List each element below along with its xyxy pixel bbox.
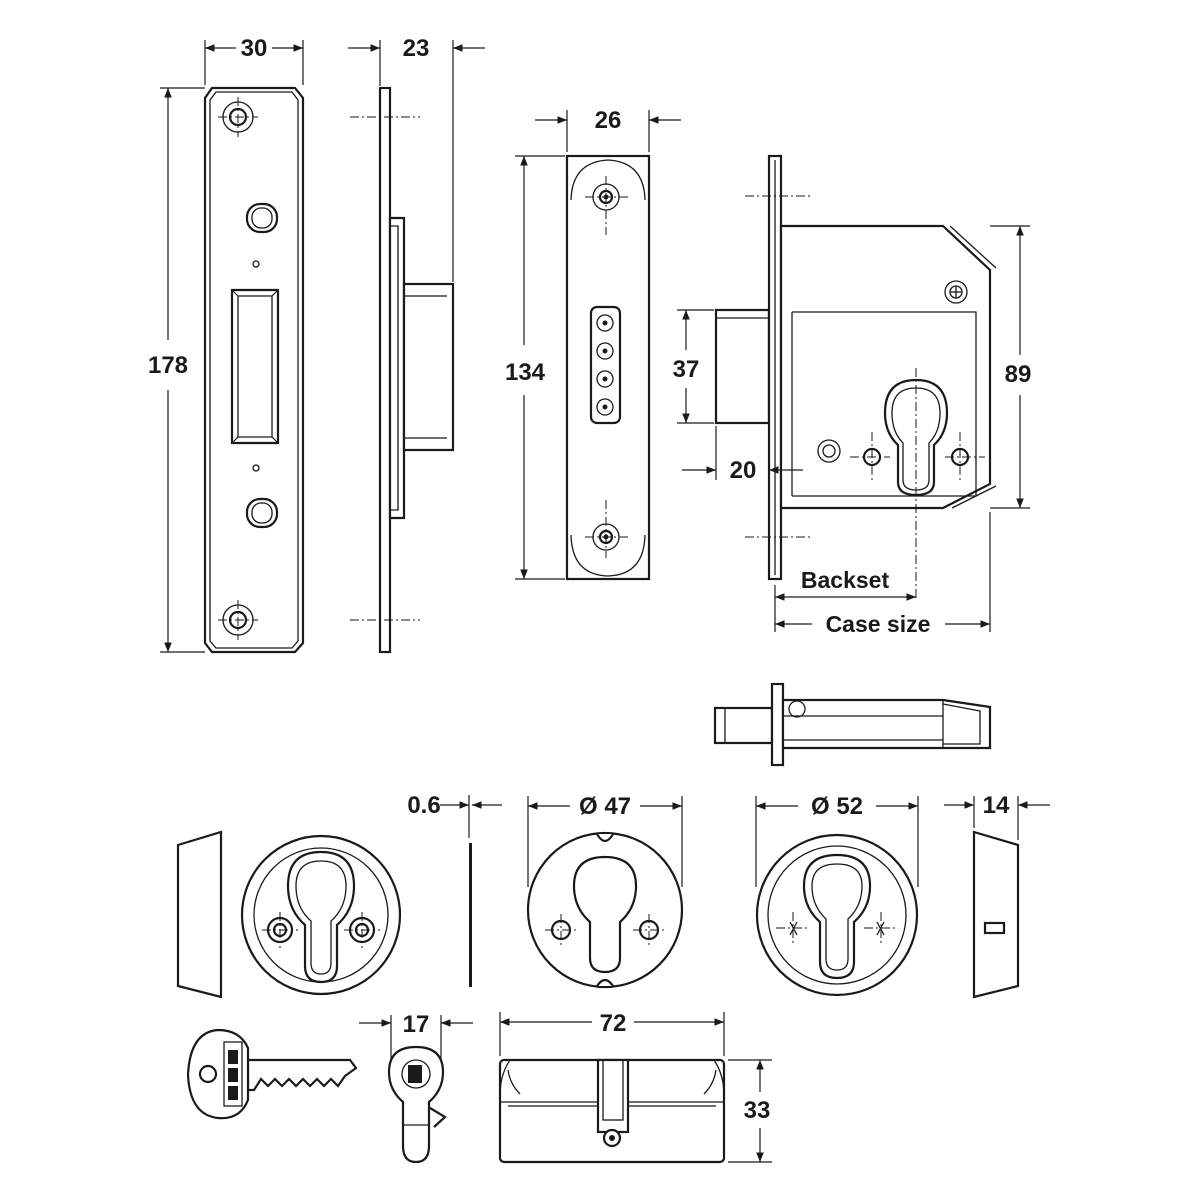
dim-17-text: 17 xyxy=(403,1011,430,1038)
dimension-faceplate-depth: 23 xyxy=(348,35,485,282)
dim-52-text: Ø 52 xyxy=(811,793,863,820)
lock-top-view xyxy=(713,682,992,767)
dimension-rose-depth: 14 xyxy=(944,792,1050,840)
dim-134-text: 134 xyxy=(505,359,546,386)
dim-72-text: 72 xyxy=(600,1010,627,1037)
dimension-cylinder-length: 72 xyxy=(499,1010,725,1056)
dimension-backset: Backset xyxy=(774,567,916,632)
dim-0-6-text: 0.6 xyxy=(407,792,440,819)
dim-14-text: 14 xyxy=(983,792,1010,819)
dimension-escutcheon-small: Ø 47 xyxy=(527,793,683,887)
dimension-bolt-throw: 20 xyxy=(682,426,803,484)
dimension-cylinder-height: 33 xyxy=(728,1059,772,1163)
rose-side-left xyxy=(176,830,223,999)
dimension-faceplate-height: 178 xyxy=(148,87,205,653)
dim-33-text: 33 xyxy=(744,1097,771,1124)
forend-side-view xyxy=(350,86,455,654)
rose-side-right xyxy=(972,830,1020,999)
forend-faceplate-front xyxy=(203,86,305,654)
escutcheon-thin-side xyxy=(469,843,472,987)
backset-label: Backset xyxy=(801,567,890,593)
case-size-label: Case size xyxy=(826,611,931,637)
lock-case xyxy=(714,154,997,600)
dim-47-text: Ø 47 xyxy=(579,793,631,820)
dimension-faceplate-width: 30 xyxy=(204,35,304,85)
escutcheon-front-left xyxy=(240,834,402,996)
dim-23-text: 23 xyxy=(403,35,430,62)
dimension-strike-height: 134 xyxy=(505,155,565,580)
dimension-strike-width: 26 xyxy=(535,107,681,152)
dimension-case-size: Case size xyxy=(775,512,991,637)
escutcheon-front-small xyxy=(526,831,684,989)
dimension-bolt-height: 37 xyxy=(673,309,714,424)
dim-20-text: 20 xyxy=(730,457,757,484)
dim-30-text: 30 xyxy=(241,35,268,62)
dimension-case-height: 89 xyxy=(990,225,1032,509)
dimension-escutcheon-large: Ø 52 xyxy=(755,793,919,887)
dim-89-text: 89 xyxy=(1005,361,1032,388)
dim-37-text: 37 xyxy=(673,356,700,383)
dimension-escutcheon-thickness: 0.6 xyxy=(407,792,502,838)
key-icon xyxy=(186,1028,358,1120)
dim-178-text: 178 xyxy=(148,352,188,379)
euro-cylinder-side xyxy=(498,1058,726,1164)
dimension-cylinder-width: 17 xyxy=(359,1011,473,1062)
strike-plate xyxy=(565,154,651,581)
dim-26-text: 26 xyxy=(595,107,622,134)
cylinder-end-view xyxy=(387,1045,447,1164)
escutcheon-front-large xyxy=(755,833,919,997)
